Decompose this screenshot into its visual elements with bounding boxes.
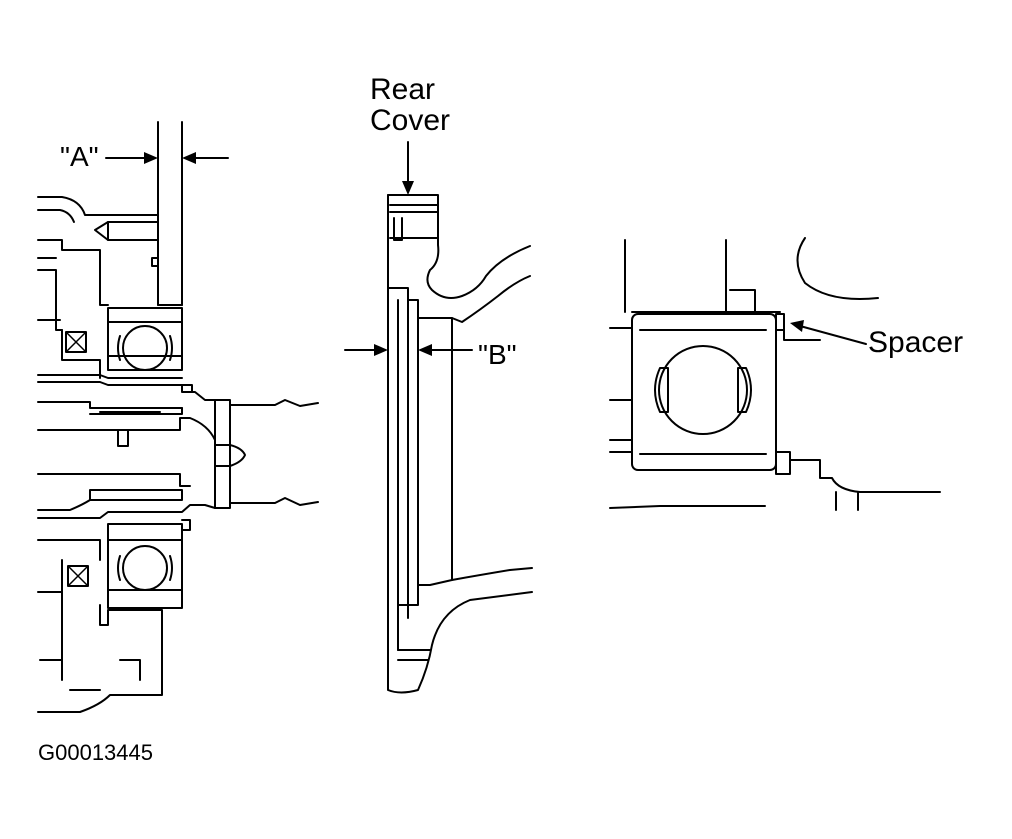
rear-cover-view [387, 141, 533, 694]
spacer-detail-view [609, 237, 941, 511]
dimension-b-arrows [344, 344, 473, 356]
spacer-label: Spacer [868, 326, 964, 359]
dimension-a-label: "A" [60, 141, 99, 172]
dimension-a-arrows [105, 152, 229, 164]
rear-cover-label-line2: Cover [370, 104, 451, 137]
left-assembly-view [37, 121, 319, 713]
figure-code: G00013445 [38, 740, 153, 765]
rear-cover-label-line1: Rear [370, 73, 436, 106]
dimension-b-label: "B" [478, 339, 517, 370]
